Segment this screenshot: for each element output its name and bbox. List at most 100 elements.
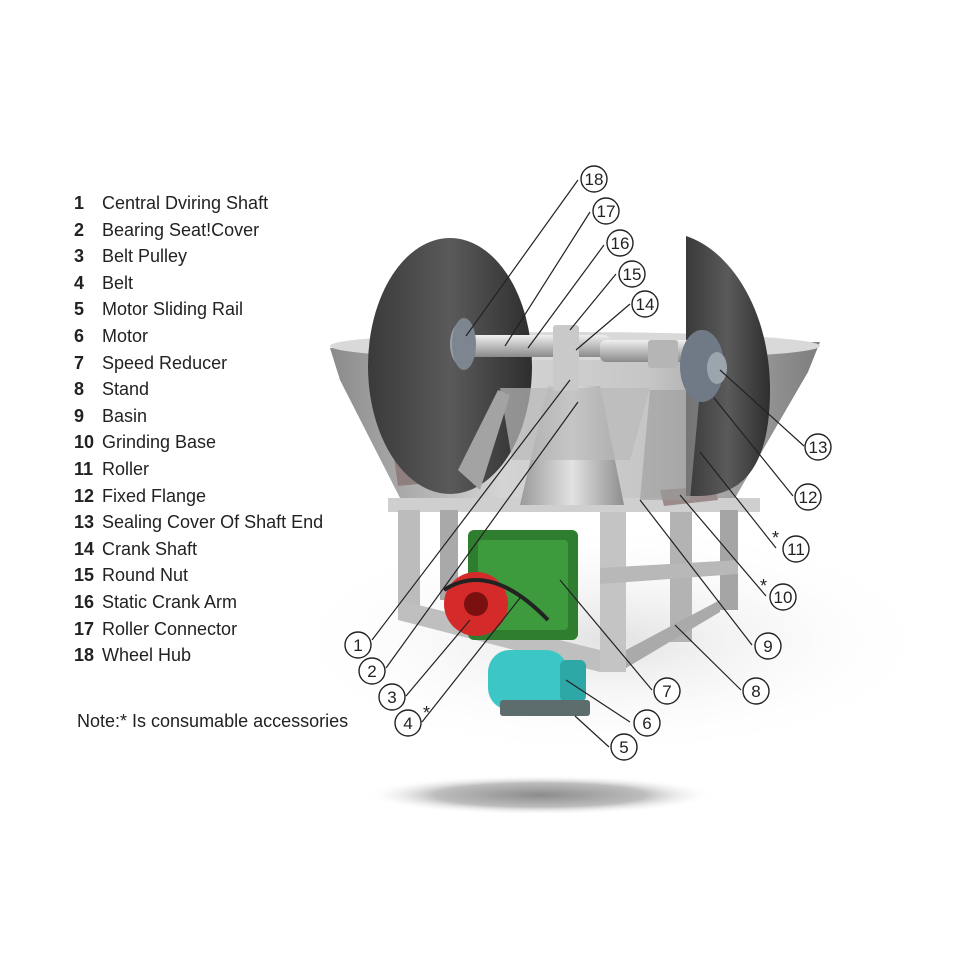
legend-label: Belt Pulley [102, 246, 188, 267]
leader-9 [639, 499, 753, 646]
legend-label: Crank Shaft [102, 538, 198, 559]
legend-item: 15 Round Nut [74, 562, 374, 589]
callout-4: 4* [394, 703, 430, 737]
legend-label: Motor Sliding Rail [102, 299, 244, 320]
leader-10 [679, 494, 767, 597]
legend-item: 7 Speed Reducer [74, 350, 374, 377]
legend-number: 12 [74, 485, 95, 506]
legend-item: 6 Motor [74, 323, 374, 350]
leader-17 [504, 211, 591, 347]
legend-item: 17 Roller Connector [74, 616, 374, 643]
legend-number: 15 [74, 565, 95, 586]
callout-3: 3 [378, 683, 406, 711]
leader-16 [527, 244, 605, 349]
legend-label: Roller [102, 458, 150, 479]
legend-label: Round Nut [102, 565, 189, 586]
legend-number: 5 [74, 299, 85, 320]
legend-item: 5 Motor Sliding Rail [74, 296, 374, 323]
legend-label: Static Crank Arm [102, 591, 238, 612]
leader-11 [699, 451, 777, 549]
legend-number: 3 [74, 246, 85, 267]
callout-5: 5 [610, 733, 638, 761]
legend-number: 8 [74, 379, 85, 400]
callout-2: 2 [358, 657, 386, 685]
legend-number: 18 [74, 645, 95, 666]
callout-17-label: 17 [597, 202, 616, 221]
callout-12: 12 [794, 483, 822, 511]
callout-14-label: 14 [636, 295, 655, 314]
callout-16-label: 16 [611, 234, 630, 253]
leader-4 [421, 597, 521, 723]
legend-label: Motor [102, 325, 149, 346]
callout-10-label: 10 [774, 588, 793, 607]
callout-18-label: 18 [585, 170, 604, 189]
legend-number: 6 [74, 325, 85, 346]
legend-number: 14 [74, 538, 95, 559]
leader-12 [713, 397, 794, 497]
callout-17: 17 [592, 197, 620, 225]
legend-label: Central Dviring Shaft [102, 193, 269, 213]
legend-number: 17 [74, 618, 95, 639]
legend-number: 9 [74, 405, 85, 426]
legend-item: 3 Belt Pulley [74, 243, 374, 270]
callout-11-star: * [772, 528, 779, 548]
leader-18 [465, 179, 579, 337]
callout-13-label: 13 [809, 438, 828, 457]
leader-2 [385, 401, 579, 669]
callout-14: 14 [631, 290, 659, 318]
legend-label: Roller Connector [102, 618, 238, 639]
callout-3-label: 3 [387, 688, 396, 707]
legend-label: Wheel Hub [102, 645, 192, 666]
leader-13 [719, 369, 805, 447]
callout-leaders [371, 179, 805, 748]
legend-number: 11 [74, 458, 94, 479]
legend-item: 12 Fixed Flange [74, 483, 374, 510]
legend-item: 14 Crank Shaft [74, 536, 374, 563]
callout-8: 8 [742, 677, 770, 705]
callout-11: 11* [772, 528, 810, 563]
belt-pulley [442, 572, 550, 636]
legend-label: Sealing Cover Of Shaft End [102, 512, 324, 533]
leader-8 [674, 624, 742, 691]
right-roller [686, 236, 770, 496]
legend-item: 8 Stand [74, 376, 374, 403]
callout-4-label: 4 [403, 714, 412, 733]
callout-1: 1 [344, 631, 372, 659]
legend-item: 18 Wheel Hub [74, 642, 374, 669]
motor [488, 650, 590, 716]
callout-7: 7 [653, 677, 681, 705]
legend-number: 13 [74, 512, 95, 533]
callout-13: 13 [804, 433, 832, 461]
callout-18: 18 [580, 165, 608, 193]
legend-number: 2 [74, 219, 85, 240]
callout-15: 15 [618, 260, 646, 288]
leader-6 [565, 679, 631, 723]
callout-10-star: * [760, 576, 767, 596]
legend-label: Basin [102, 405, 148, 426]
callout-9: 9 [754, 632, 782, 660]
legend-item: 9 Basin [74, 403, 374, 430]
legend-label: Fixed Flange [102, 485, 207, 506]
callout-1-label: 1 [353, 636, 362, 655]
central-cone [458, 386, 700, 505]
legend-item: 13 Sealing Cover Of Shaft End [74, 509, 374, 536]
callout-2-label: 2 [367, 662, 376, 681]
callout-12-label: 12 [799, 488, 818, 507]
leader-15 [569, 273, 617, 331]
leader-1 [371, 379, 571, 641]
legend-label: Speed Reducer [102, 352, 228, 373]
callout-5-label: 5 [619, 738, 628, 757]
callout-9-label: 9 [763, 637, 772, 656]
callout-markers: 1 2 3 4* 5 6 7 8 9 10* 11* 12 13 14 15 1… [344, 165, 832, 761]
legend-number: 7 [74, 352, 85, 373]
callout-6: 6 [633, 709, 661, 737]
legend-label: Stand [102, 379, 150, 400]
leader-5 [574, 715, 610, 748]
consumables-note: Note:* Is consumable accessories [77, 711, 349, 731]
